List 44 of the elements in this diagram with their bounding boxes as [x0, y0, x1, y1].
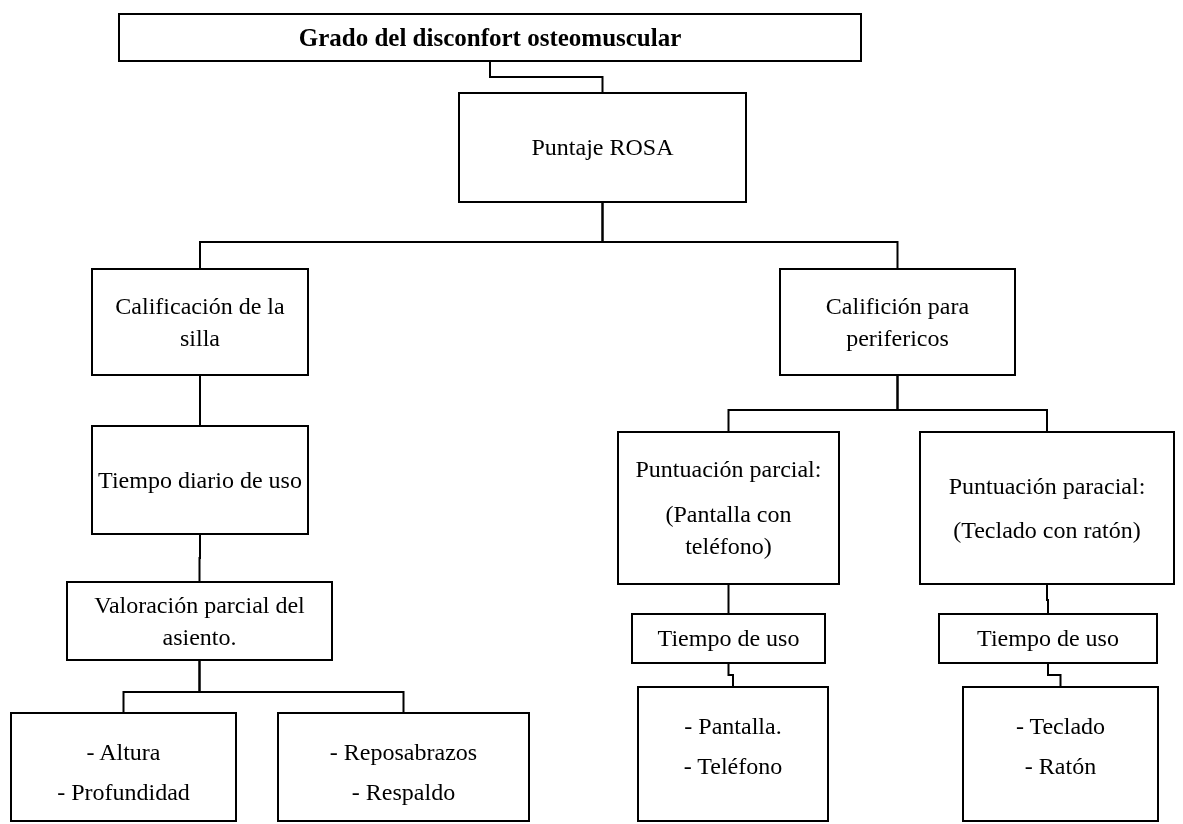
connector-line — [489, 61, 604, 93]
process-box — [631, 613, 826, 664]
process-box — [118, 13, 862, 62]
box-text: Puntaje ROSA — [531, 133, 674, 163]
process-box — [277, 712, 530, 822]
box-text: Califición para perifericos — [824, 291, 971, 353]
process-box — [779, 268, 1016, 376]
connector-line — [198, 534, 201, 582]
box-text: (Pantalla con teléfono) — [664, 499, 793, 562]
box-text: - Ratón — [1024, 752, 1097, 782]
box-text: - Profundidad — [57, 778, 190, 808]
process-box — [938, 613, 1158, 664]
box-text: Calificación de la silla — [114, 291, 286, 353]
box-text: - Respaldo — [351, 778, 456, 808]
box-text: - Altura — [86, 738, 161, 767]
process-box — [637, 686, 829, 822]
connector-line — [198, 660, 405, 713]
box-text: - Teclado — [1015, 712, 1106, 741]
process-box — [10, 712, 237, 822]
box-text: - Pantalla. — [684, 712, 782, 741]
box-text: - Teléfono — [683, 752, 783, 782]
connector-line — [1047, 663, 1062, 687]
process-box — [91, 268, 309, 376]
connector-line — [601, 202, 899, 269]
box-text: - Reposabrazos — [329, 738, 478, 767]
process-box — [617, 431, 840, 585]
process-box — [458, 92, 747, 203]
connector-line — [199, 375, 201, 426]
process-box — [962, 686, 1159, 822]
box-text: Valoración parcial del asiento. — [93, 590, 306, 652]
process-box — [919, 431, 1175, 585]
box-text: Puntuación paracial: — [948, 471, 1146, 501]
box-text: (Teclado con ratón) — [953, 516, 1141, 545]
box-text: Tiempo de uso — [657, 624, 800, 654]
box-text: Tiempo de uso — [977, 624, 1119, 654]
connector-line — [727, 663, 734, 687]
connector-line — [1046, 584, 1049, 614]
box-text: Tiempo diario de uso — [98, 465, 302, 495]
box-text: Grado del disconfort osteomuscular — [298, 22, 682, 53]
connector-line — [727, 584, 730, 614]
process-box — [91, 425, 309, 535]
connector-line — [896, 375, 1048, 432]
process-box — [66, 581, 333, 661]
box-text: Puntuación parcial: — [635, 455, 822, 485]
